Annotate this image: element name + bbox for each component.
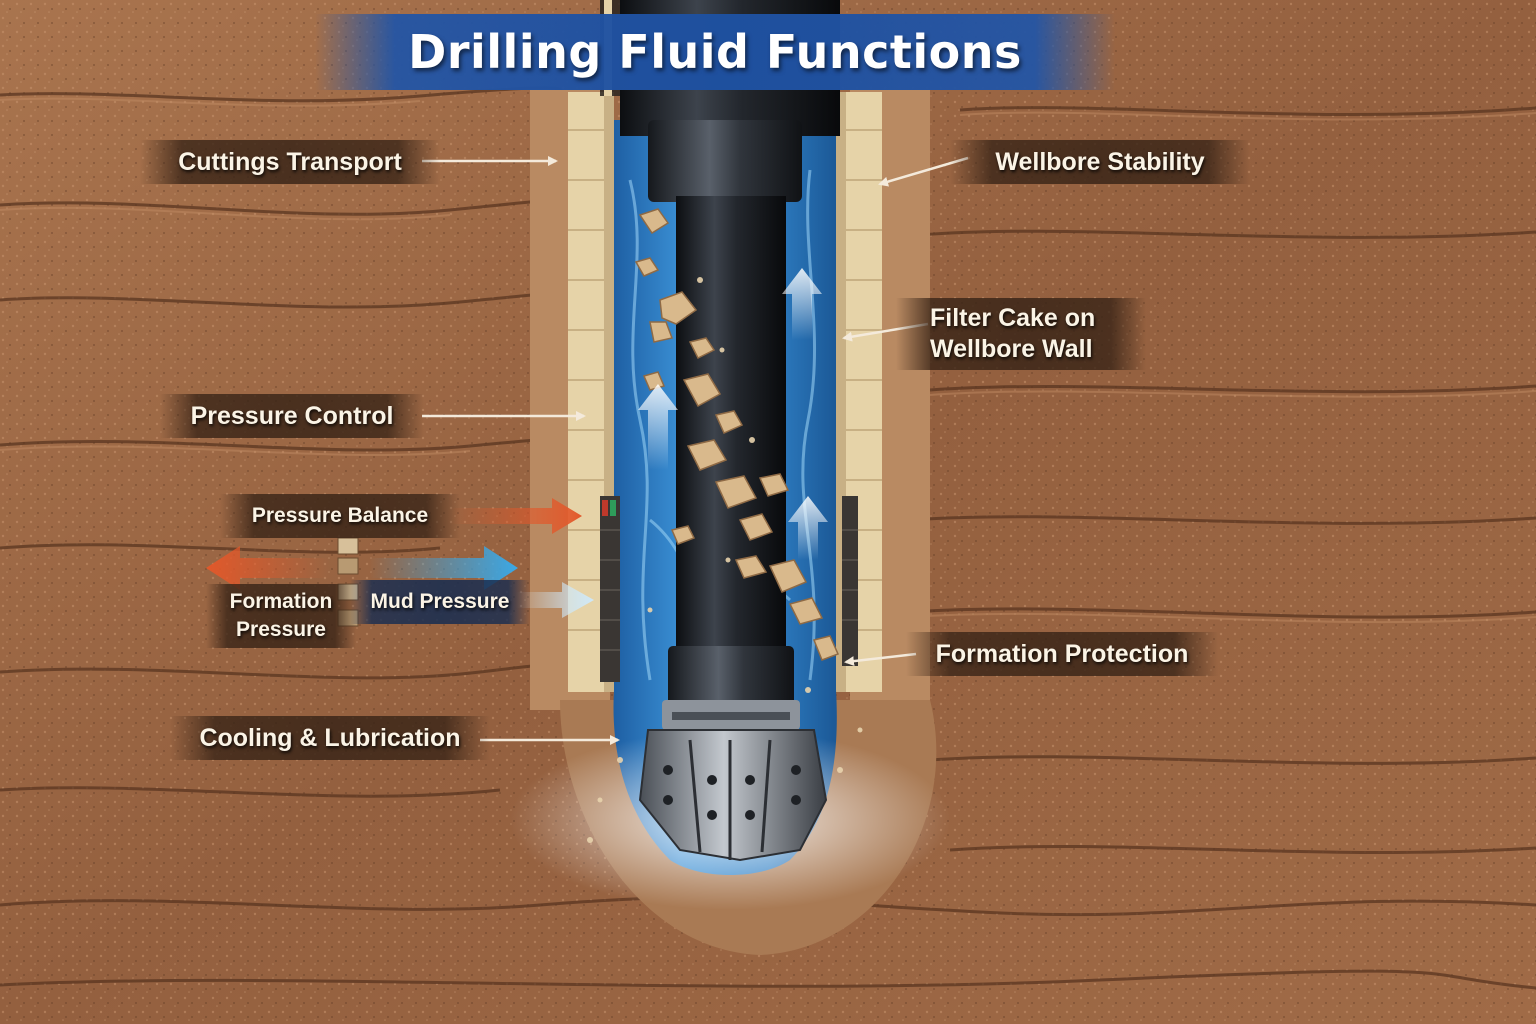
label-formation-protection: Formation Protection [906,632,1218,676]
label-pressure-balance-text: Pressure Balance [251,504,429,527]
drill-bit [638,729,828,862]
label-formation-pressure-line2: Pressure [236,618,326,641]
upward-flow-arrows [638,268,828,560]
label-formation-pressure: Formation Pressure [206,584,356,648]
pressure-balance-arrow [448,498,582,534]
mud-pressure-wall-arrow [516,582,594,618]
label-pressure-control: Pressure Control [160,394,424,438]
label-cuttings-transport: Cuttings Transport [140,140,440,184]
label-cuttings-transport-text: Cuttings Transport [178,147,402,176]
mud-pressure-arrow [370,546,518,590]
label-cooling-lubrication: Cooling & Lubrication [170,716,490,760]
label-pressure-control-text: Pressure Control [190,401,394,430]
formation-pressure-arrow [206,546,330,590]
label-wellbore-stability-text: Wellbore Stability [995,147,1205,176]
label-filter-cake-line2: Wellbore Wall [930,335,1093,363]
label-filter-cake-line1: Filter Cake on [930,304,1096,332]
label-cooling-lubrication-text: Cooling & Lubrication [199,723,461,752]
pressure-gauge-strips [600,496,858,682]
diagram-title: Drilling Fluid Functions [408,25,1022,79]
rock-cuttings [634,208,840,661]
label-pressure-balance: Pressure Balance [220,494,460,538]
label-mud-pressure: Mud Pressure [350,580,530,624]
label-filter-cake: Filter Cake on Wellbore Wall [896,298,1146,370]
label-mud-pressure-text: Mud Pressure [370,590,510,613]
title-banner: Drilling Fluid Functions [315,14,1115,90]
label-wellbore-stability: Wellbore Stability [950,140,1250,184]
label-formation-protection-text: Formation Protection [935,639,1189,668]
label-formation-pressure-line1: Formation [229,590,333,613]
